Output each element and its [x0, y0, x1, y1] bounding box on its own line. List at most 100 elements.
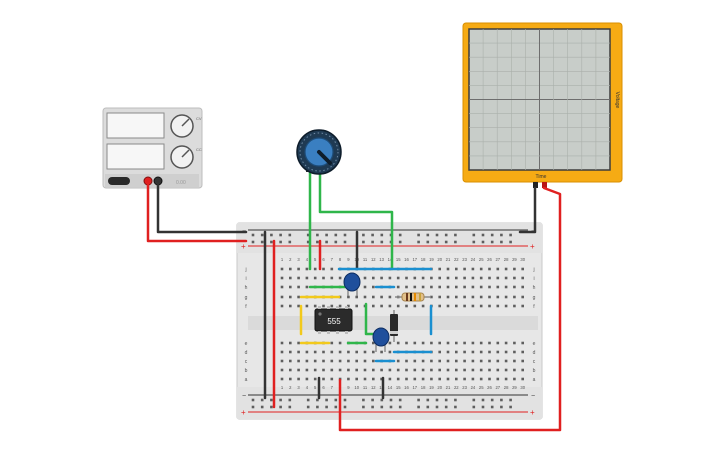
breadboard-hole[interactable] — [289, 350, 292, 354]
rail-hole[interactable] — [371, 398, 374, 402]
breadboard-hole[interactable] — [347, 368, 350, 372]
breadboard-hole[interactable] — [463, 304, 466, 308]
breadboard-hole[interactable] — [289, 368, 292, 372]
diode[interactable] — [390, 310, 398, 342]
breadboard-hole[interactable] — [496, 276, 500, 280]
breadboard-hole[interactable] — [372, 295, 375, 299]
rail-hole[interactable] — [288, 233, 292, 237]
rail-hole[interactable] — [288, 405, 292, 409]
rail-hole[interactable] — [334, 405, 338, 409]
rail-hole[interactable] — [472, 240, 476, 244]
breadboard-hole[interactable] — [446, 267, 450, 271]
rail-hole[interactable] — [371, 233, 374, 237]
breadboard-hole[interactable] — [388, 276, 392, 280]
rail-hole[interactable] — [389, 398, 393, 402]
breadboard-hole[interactable] — [280, 304, 284, 308]
rail-hole[interactable] — [334, 240, 338, 244]
resistor[interactable] — [395, 292, 431, 302]
breadboard-hole[interactable] — [479, 368, 483, 372]
rail-hole[interactable] — [251, 240, 255, 244]
rail-hole[interactable] — [509, 240, 512, 244]
breadboard-hole[interactable] — [380, 368, 383, 372]
breadboard-hole[interactable] — [455, 359, 458, 363]
breadboard-hole[interactable] — [322, 276, 325, 280]
breadboard-hole[interactable] — [305, 267, 309, 271]
breadboard-hole[interactable] — [496, 377, 500, 381]
breadboard-hole[interactable] — [280, 350, 284, 354]
breadboard-hole[interactable] — [413, 341, 417, 345]
rail-hole[interactable] — [306, 398, 310, 402]
breadboard-hole[interactable] — [280, 267, 284, 271]
breadboard-hole[interactable] — [496, 285, 500, 289]
breadboard-hole[interactable] — [504, 267, 508, 271]
breadboard-hole[interactable] — [297, 350, 300, 354]
breadboard-hole[interactable] — [513, 276, 516, 280]
breadboard-hole[interactable] — [322, 350, 325, 354]
breadboard-hole[interactable] — [438, 267, 441, 271]
breadboard-hole[interactable] — [504, 295, 508, 299]
rail-hole[interactable] — [306, 233, 310, 237]
breadboard-hole[interactable] — [297, 377, 300, 381]
breadboard-hole[interactable] — [455, 377, 458, 381]
rail-hole[interactable] — [288, 398, 292, 402]
breadboard-hole[interactable] — [380, 276, 383, 280]
breadboard-hole[interactable] — [463, 368, 466, 372]
breadboard-hole[interactable] — [289, 304, 292, 308]
rail-hole[interactable] — [279, 240, 282, 244]
rail-hole[interactable] — [509, 233, 512, 237]
breadboard-hole[interactable] — [280, 359, 284, 363]
breadboard-hole[interactable] — [413, 368, 417, 372]
rail-hole[interactable] — [306, 240, 310, 244]
rail-hole[interactable] — [490, 240, 494, 244]
rail-hole[interactable] — [481, 240, 485, 244]
breadboard-hole[interactable] — [446, 368, 450, 372]
breadboard-hole[interactable] — [322, 377, 325, 381]
breadboard-hole[interactable] — [463, 276, 466, 280]
breadboard-hole[interactable] — [513, 350, 516, 354]
rail-hole[interactable] — [325, 405, 328, 409]
breadboard-hole[interactable] — [297, 285, 300, 289]
wires[interactable] — [146, 170, 562, 432]
breadboard-hole[interactable] — [521, 350, 524, 354]
breadboard-hole[interactable] — [455, 304, 458, 308]
breadboard-hole[interactable] — [338, 304, 342, 308]
breadboard-hole[interactable] — [504, 368, 508, 372]
rail-hole[interactable] — [371, 405, 374, 409]
wire-scope-probe[interactable] — [338, 186, 562, 432]
breadboard-hole[interactable] — [347, 295, 350, 299]
breadboard-hole[interactable] — [289, 377, 292, 381]
breadboard-hole[interactable] — [347, 350, 350, 354]
breadboard-hole[interactable] — [388, 377, 392, 381]
breadboard-hole[interactable] — [405, 359, 408, 363]
breadboard-hole[interactable] — [430, 359, 433, 363]
breadboard-hole[interactable] — [521, 267, 524, 271]
rail-hole[interactable] — [260, 240, 264, 244]
rail-hole[interactable] — [362, 233, 365, 237]
breadboard-hole[interactable] — [280, 295, 284, 299]
breadboard-hole[interactable] — [280, 276, 284, 280]
breadboard-hole[interactable] — [388, 368, 392, 372]
breadboard-hole[interactable] — [305, 304, 309, 308]
breadboard-hole[interactable] — [355, 304, 358, 308]
rail-hole[interactable] — [371, 240, 374, 244]
breadboard-hole[interactable] — [347, 359, 350, 363]
rail-hole[interactable] — [316, 398, 319, 402]
breadboard-hole[interactable] — [521, 276, 524, 280]
breadboard-hole[interactable] — [513, 341, 516, 345]
breadboard-hole[interactable] — [438, 341, 441, 345]
breadboard-hole[interactable] — [446, 350, 450, 354]
rail-hole[interactable] — [316, 233, 319, 237]
breadboard-hole[interactable] — [463, 295, 466, 299]
breadboard-hole[interactable] — [521, 368, 524, 372]
breadboard-hole[interactable] — [455, 368, 458, 372]
rail-hole[interactable] — [435, 405, 439, 409]
rail-hole[interactable] — [334, 233, 338, 237]
breadboard-hole[interactable] — [438, 368, 441, 372]
rail-hole[interactable] — [490, 405, 494, 409]
potentiometer[interactable] — [296, 129, 342, 175]
breadboard-hole[interactable] — [388, 350, 392, 354]
breadboard-hole[interactable] — [305, 377, 309, 381]
breadboard-hole[interactable] — [396, 304, 400, 308]
ceramic-capacitor-top[interactable] — [343, 272, 361, 296]
breadboard-hole[interactable] — [430, 341, 433, 345]
